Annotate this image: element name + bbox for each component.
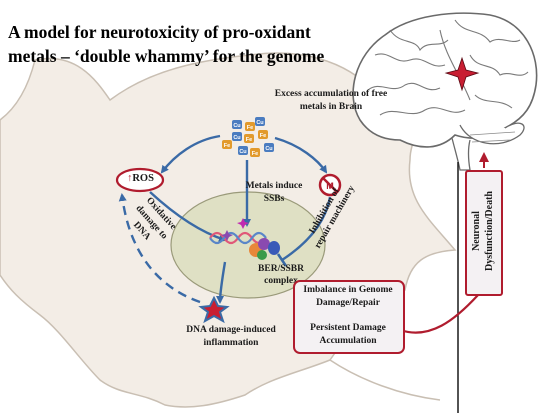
svg-text:Fe: Fe — [246, 137, 252, 143]
arrow-metals-to-inhibit — [274, 136, 328, 174]
persistent-label: Persistent Damage Accumulation — [310, 323, 386, 346]
svg-text:Cu: Cu — [256, 120, 263, 126]
svg-text:Fe: Fe — [260, 133, 266, 139]
axon-outline — [329, 359, 441, 401]
imbalance-label: Imbalance in Genome Damage/Repair — [303, 285, 393, 308]
ros-label: ↑ROS — [127, 173, 154, 184]
svg-text:Cu: Cu — [233, 135, 240, 141]
figure-title: A model for neurotoxicity of pro-oxidant… — [8, 22, 325, 66]
metals-induce-label: Metals induce SSBs — [245, 181, 303, 204]
neuronal-box — [465, 170, 503, 296]
ber-complex-icon — [221, 218, 280, 260]
inflammation-label: DNA damage-induced inflammation — [186, 325, 276, 348]
excess-metals-label: Excess accumulation of free metals in Br… — [274, 89, 388, 112]
svg-text:Cu: Cu — [239, 149, 246, 155]
inhibition-icon: M — [318, 173, 342, 197]
brain-star-icon — [444, 56, 480, 92]
inhibition-line — [281, 196, 332, 262]
svg-text:Fe: Fe — [252, 151, 258, 157]
svg-text:M: M — [326, 181, 334, 191]
imbalance-box — [293, 280, 405, 354]
dna-strand — [209, 231, 267, 245]
svg-text:Fe: Fe — [224, 143, 230, 149]
inflammation-star-icon — [198, 295, 230, 324]
ros-bubble — [115, 167, 165, 193]
ros-up-arrow: ↑ — [127, 173, 133, 184]
arrow-metals-to-ros — [160, 134, 221, 174]
arrow-inflammation-to-ros — [118, 193, 201, 304]
svg-text:Fe: Fe — [247, 125, 253, 131]
arrow-persistent-to-neuronal — [399, 294, 479, 334]
arrow-ros-to-dna — [149, 191, 227, 242]
svg-text:Cu: Cu — [233, 123, 240, 129]
brain-illustration — [352, 12, 538, 171]
arrow-dna-to-inflammation — [216, 261, 227, 304]
metal-ions: Cu Fe Cu Cu Fe Fe Fe Cu Fe Cu — [222, 117, 274, 157]
svg-text:Cu: Cu — [265, 146, 272, 152]
ber-complex-label: BER/SSBR complex — [258, 264, 304, 286]
